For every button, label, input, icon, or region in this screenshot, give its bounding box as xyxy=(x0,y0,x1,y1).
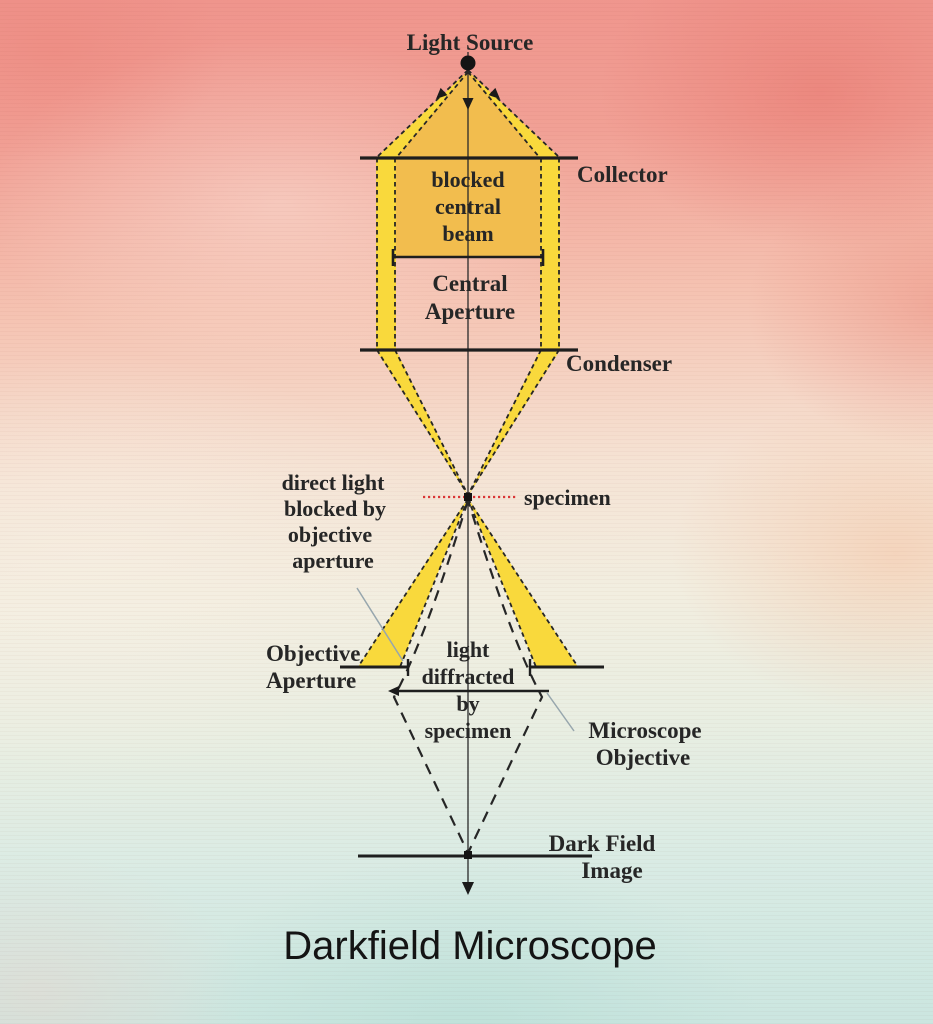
central-aperture-label-line1: Central xyxy=(432,271,507,296)
objective-aperture-label-line2: Aperture xyxy=(266,668,356,693)
objective-aperture-stop xyxy=(340,659,604,676)
central-aperture-stop xyxy=(391,249,545,266)
light-source-dot xyxy=(460,55,476,71)
ray-borders xyxy=(357,69,579,668)
blocked-beam-label-line3: beam xyxy=(442,221,493,246)
collector-label: Collector xyxy=(577,162,668,187)
figure-title: Darkfield Microscope xyxy=(283,924,656,968)
image-plane-arrow xyxy=(462,882,474,895)
image-point xyxy=(464,851,472,859)
objective-aperture-label-line1: Objective xyxy=(266,641,361,666)
diffracted-light-label-line1: light xyxy=(447,637,490,662)
direct-light-label-line1: direct light xyxy=(282,470,386,495)
light-source-label: Light Source xyxy=(407,30,534,55)
diffracted-light-label-line4: specimen xyxy=(425,718,512,743)
objective-pointer-line xyxy=(546,692,575,732)
specimen-label: specimen xyxy=(524,485,611,510)
objective-line-left-arrow xyxy=(388,686,399,696)
direct-light-label-line4: aperture xyxy=(292,548,374,573)
direct-light-label-line3: objective xyxy=(288,522,373,547)
right-ray-arrow xyxy=(488,87,500,99)
blocked-beam-label-line2: central xyxy=(435,194,501,219)
direct-light-label-line2: blocked by xyxy=(284,496,386,521)
axis-down-arrow xyxy=(462,98,474,110)
dark-field-image-label-line2: Image xyxy=(581,858,642,883)
blocked-beam-label-line1: blocked xyxy=(431,167,504,192)
diffracted-light-label-line2: diffracted xyxy=(422,664,515,689)
direct-light-pointer-line xyxy=(356,587,404,662)
left-ray-arrow xyxy=(436,87,448,99)
central-aperture-label-line2: Aperture xyxy=(425,299,515,324)
diffracted-light-label-line3: by xyxy=(456,691,479,716)
microscope-objective-label-line2: Objective xyxy=(596,745,691,770)
microscope-objective-label-line1: Microscope xyxy=(588,718,701,743)
specimen-point xyxy=(464,493,472,501)
dark-field-image-label-line1: Dark Field xyxy=(549,831,656,856)
left-annular-beam-fill xyxy=(376,158,396,350)
right-annular-beam-fill xyxy=(540,158,560,350)
condenser-label: Condenser xyxy=(566,351,672,376)
